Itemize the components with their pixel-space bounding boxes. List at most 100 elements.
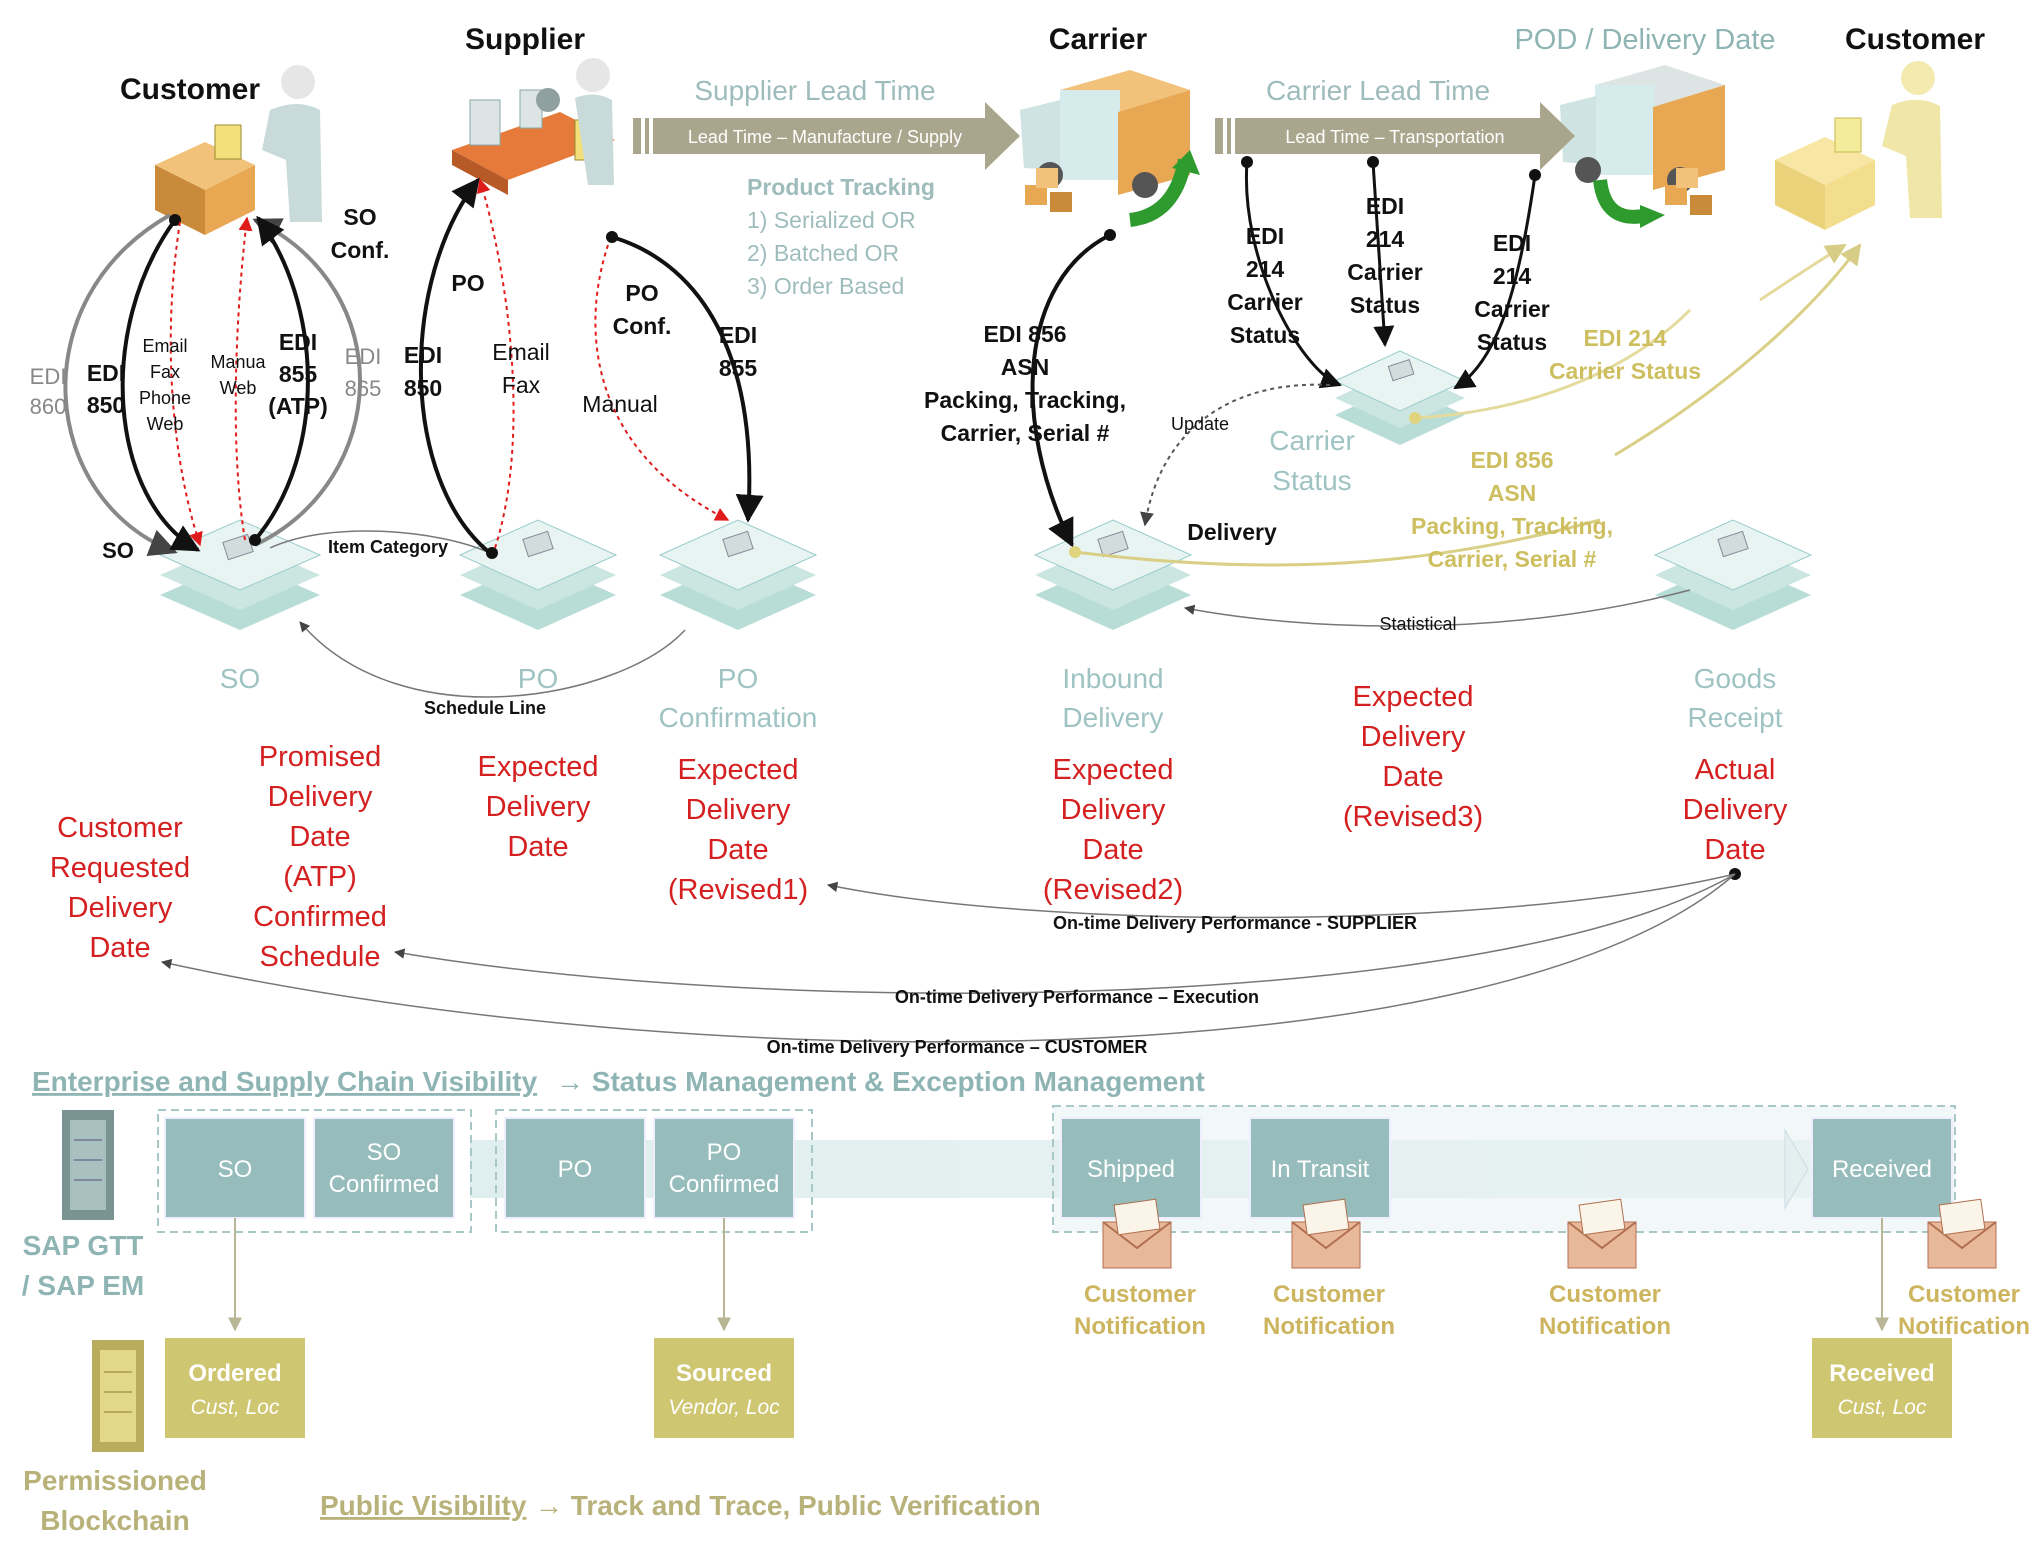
email-fax-red-connector [169,221,203,547]
public-step-sourced[interactable]: Sourced Vendor, Loc [654,1338,794,1438]
date-expected-revised3: Date [1382,761,1443,793]
doc-inbound-delivery-label: Delivery [1062,702,1163,733]
label-edi865: 865 [345,376,382,401]
label-edi214-c: 214 [1493,263,1532,289]
customer-notification-label: Customer [1908,1281,2020,1308]
label-email-fax: Email [492,339,550,365]
label-performance-execution: On-time Delivery Performance – Execution [895,987,1259,1007]
label-channel: Email [142,336,187,356]
email-fax-po-red-connector [476,178,515,549]
carrier-lead-time-label: Lead Time – Transportation [1285,127,1504,147]
customer-notification-label: Customer [1549,1281,1661,1308]
document-stack-goods-receipt-icon [1653,519,1813,630]
product-tracking-title: Product Tracking [747,174,935,200]
sap-system-label: SAP GTT [23,1230,144,1261]
label-edi214-c: Carrier [1474,296,1549,322]
edi850-customer-connector [120,218,201,552]
date-actual: Delivery [1683,794,1788,826]
supplier-lead-time-arrow [633,102,1020,170]
date-promised: Date [289,821,350,853]
manual-web-red-connector [234,216,253,541]
date-promised: Schedule [260,941,381,973]
connector-dot [1529,169,1541,181]
label-po-conf: Conf. [613,313,672,339]
actor-pod: POD / Delivery Date [1514,24,1775,56]
label-edi860: EDI [30,364,67,389]
date-expected-revised2: Expected [1053,754,1174,786]
statistical-connector [1183,589,1691,627]
public-step-ordered[interactable]: Ordered Cust, Loc [165,1338,305,1438]
status-step-in-transit[interactable]: In Transit [1249,1117,1391,1219]
date-promised: Promised [259,741,382,773]
envelope-icon [1927,1198,1997,1269]
label-schedule-line: Schedule Line [424,698,546,718]
date-expected: Delivery [486,791,591,823]
label-edi214-a: Carrier [1227,289,1302,315]
connector-dot [1241,156,1253,168]
label-edi214-a: Status [1230,322,1300,348]
label-edi855-atp: (ATP) [268,393,328,419]
edi214-a-connector [1244,161,1342,389]
edi214-c-connector [1453,174,1537,390]
status-step-label: PO [558,1156,593,1183]
public-visibility-link[interactable]: Public Visibility [320,1490,527,1521]
edi214-b-connector [1371,161,1395,348]
label-edi214-c: Status [1477,329,1547,355]
date-expected-revised2: Date [1082,834,1143,866]
doc-po-confirmation-label: Confirmation [659,702,818,733]
enterprise-visibility-link[interactable]: Enterprise and Supply Chain Visibility [32,1066,538,1097]
status-step-label: Received [1832,1156,1932,1183]
label-edi214-c: EDI [1493,230,1531,256]
actor-supplier: Supplier [465,23,585,56]
connector-dot [1409,412,1421,424]
actor-customer-right: Customer [1845,23,1985,56]
label-edi214-b: Status [1350,292,1420,318]
connector-dot [606,231,618,243]
date-customer-requested: Date [89,932,150,964]
date-expected: Date [507,831,568,863]
carrier-truck-icon [1020,70,1200,227]
connector-dot [1367,156,1379,168]
sap-system-label: / SAP EM [22,1270,144,1301]
label-edi856-gold: Carrier, Serial # [1428,546,1597,572]
status-step-label: In Transit [1271,1156,1370,1183]
label-edi214-gold: Carrier Status [1549,358,1701,384]
blockchain-label: Blockchain [40,1505,189,1536]
pod-truck-icon [1560,65,1725,228]
label-email-fax: Fax [502,372,541,398]
document-stack-po-confirmation-icon [658,519,818,630]
envelope-icon [1102,1198,1172,1269]
update-connector [1140,383,1331,527]
label-edi856-gold: EDI 856 [1470,447,1553,473]
label-item-category: Item Category [328,537,448,557]
date-expected-revised1: (Revised1) [668,874,808,906]
date-expected-revised2: (Revised2) [1043,874,1183,906]
edi855-po-connector [611,235,764,523]
status-step-so[interactable]: SO [164,1117,306,1219]
document-stack-inbound-delivery-icon [1033,519,1193,630]
doc-carrier-status-label: Carrier [1269,425,1355,456]
status-step-po[interactable]: PO [504,1117,646,1219]
public-visibility-rest: → Track and Trace, Public Verification [535,1490,1041,1521]
status-step-po-confirmed[interactable]: PO Confirmed [653,1117,795,1219]
supplier-performance-arc [826,873,1736,919]
label-edi856-asn: ASN [1001,354,1050,380]
label-edi850-po: 850 [404,375,442,401]
supplier-icon [452,58,615,195]
doc-so-label: SO [220,663,260,694]
blockchain-label: Permissioned [23,1465,207,1496]
label-edi855-po: 855 [719,355,758,381]
status-flow-arrowhead [1784,1128,1809,1210]
label-po-conf: PO [625,280,658,306]
edi856-asn-connector [1030,233,1111,548]
customer-notification-label: Customer [1084,1281,1196,1308]
envelope-icon [1567,1198,1637,1269]
status-step-received[interactable]: Received [1811,1117,1953,1219]
label-edi850-customer: EDI [87,360,125,386]
label-manual-web: Web [220,378,257,398]
public-step-received[interactable]: Received Cust, Loc [1812,1338,1952,1438]
label-edi850-po: EDI [404,342,442,368]
item-category-connector [269,530,491,554]
status-step-shipped[interactable]: Shipped [1060,1117,1202,1219]
status-step-so-confirmed[interactable]: SO Confirmed [313,1117,455,1219]
